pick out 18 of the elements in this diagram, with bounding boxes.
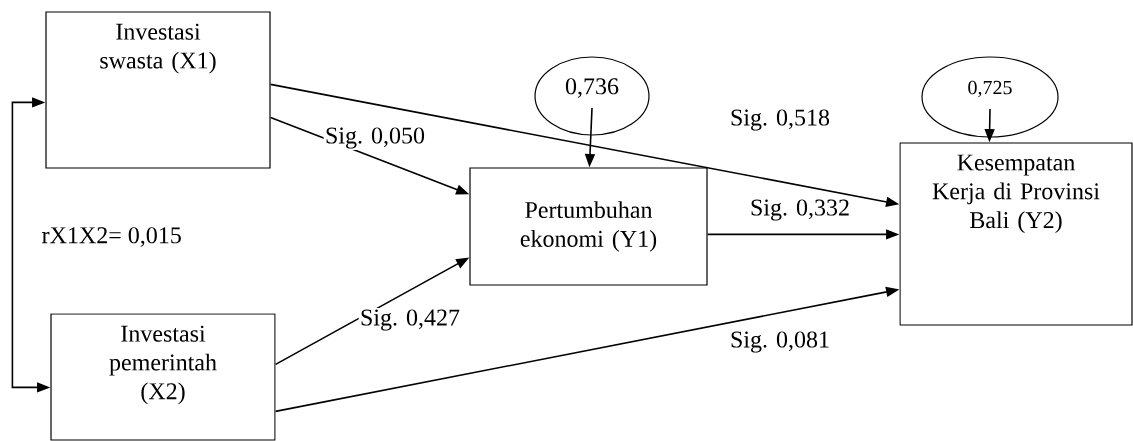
- variable-box: [50, 313, 276, 441]
- node-label: 0,736: [565, 78, 619, 98]
- variable-box: [45, 11, 271, 169]
- edge-label: Sig. 0,427: [358, 308, 462, 332]
- ellipse: [921, 56, 1059, 138]
- node-label: 0,725: [968, 80, 1012, 98]
- edge-label: Sig. 0,332: [748, 198, 852, 222]
- node-label: Pertumbuhan ekonomi (Y1): [520, 201, 657, 252]
- edge-label: rX1X2= 0,015: [40, 225, 184, 249]
- edge-label: Sig. 0,050: [323, 126, 427, 150]
- edge-label: Sig. 0,081: [728, 330, 832, 354]
- ellipse: [534, 56, 650, 136]
- node-label: Investasi swasta (X1): [100, 23, 216, 74]
- variable-box: [899, 142, 1133, 326]
- edge-label: Sig. 0,518: [728, 108, 832, 132]
- variable-box: [469, 167, 708, 286]
- node-label: Investasi pemerintah (X2): [109, 325, 217, 405]
- node-label: Kesempatan Kerja di Provinsi Bali (Y2): [932, 154, 1100, 234]
